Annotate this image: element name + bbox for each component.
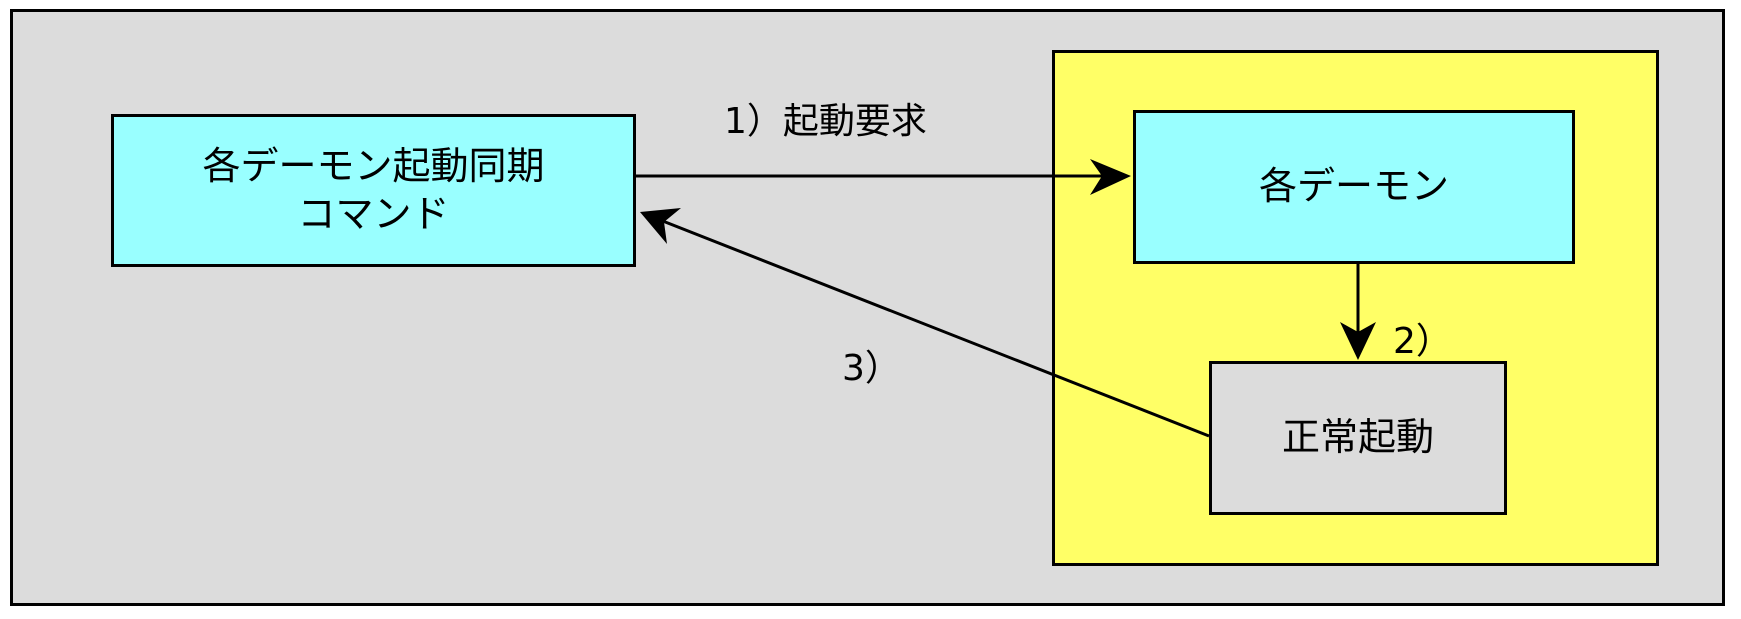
step2-label: 2） xyxy=(1393,321,1452,362)
sync-command-label: 各デーモン起動同期 コマンド xyxy=(202,144,545,236)
daemon-label: 各デーモン xyxy=(1258,164,1449,209)
normal-start-box: 正常起動 xyxy=(1209,361,1507,515)
sync-command-box: 各デーモン起動同期 コマンド xyxy=(111,114,636,267)
step1-label: 1）起動要求 xyxy=(724,101,927,142)
step3-label: 3） xyxy=(842,348,901,389)
normal-start-label: 正常起動 xyxy=(1281,415,1434,460)
daemon-box: 各デーモン xyxy=(1133,110,1575,264)
